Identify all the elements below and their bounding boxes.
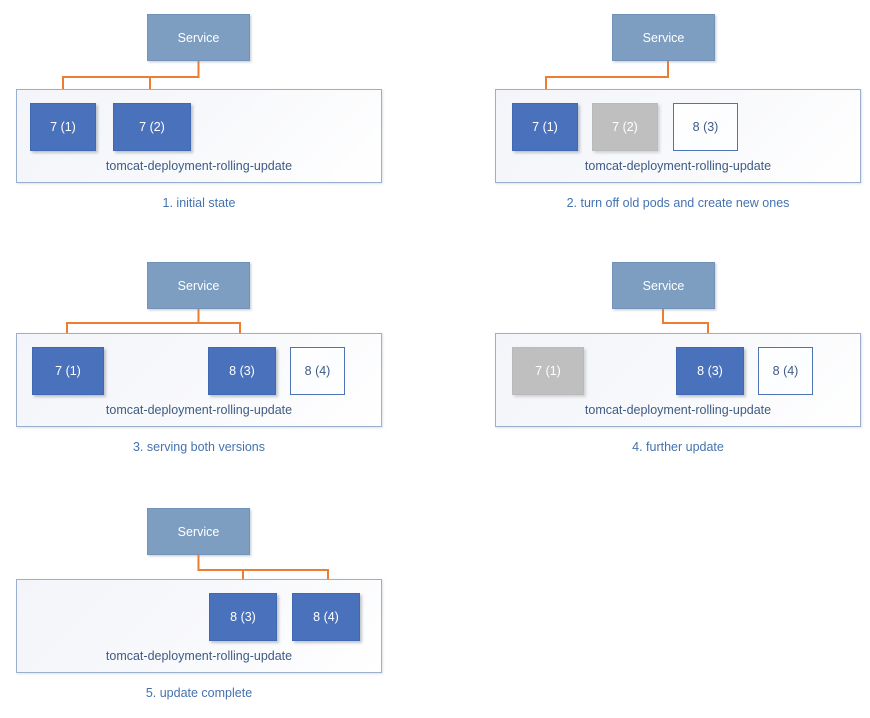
pod-label: 7 (2) — [612, 120, 638, 134]
deployment-label: tomcat-deployment-rolling-update — [105, 649, 293, 663]
pod-box: 8 (3) — [208, 347, 276, 395]
panel-caption: 4. further update — [632, 440, 724, 454]
pod-box: 7 (1) — [30, 103, 96, 151]
pod-box: 8 (3) — [209, 593, 277, 641]
pod-label: 8 (3) — [697, 364, 723, 378]
panel-caption: 1. initial state — [162, 196, 236, 210]
service-box: Service — [147, 14, 250, 61]
service-box: Service — [147, 508, 250, 555]
pod-label: 8 (4) — [772, 364, 799, 378]
pod-label: 7 (1) — [532, 120, 558, 134]
pod-label: 7 (1) — [55, 364, 81, 378]
service-box: Service — [612, 14, 715, 61]
panel-caption: 3. serving both versions — [132, 440, 265, 454]
pod-box: 7 (2) — [592, 103, 658, 151]
pod-label: 7 (1) — [535, 364, 561, 378]
pod-box: 7 (1) — [512, 347, 584, 395]
panel-caption: 2. turn off old pods and create new ones — [566, 196, 790, 210]
panel-caption: 5. update complete — [145, 686, 253, 700]
pod-label: 8 (4) — [304, 364, 331, 378]
pod-box: 8 (4) — [758, 347, 813, 395]
pod-label: 8 (3) — [229, 364, 255, 378]
service-label: Service — [177, 30, 220, 45]
pod-label: 7 (2) — [139, 120, 165, 134]
pod-box: 8 (3) — [676, 347, 744, 395]
pod-box: 8 (4) — [290, 347, 345, 395]
deployment-label: tomcat-deployment-rolling-update — [105, 403, 293, 417]
service-label: Service — [642, 30, 685, 45]
pod-label: 8 (3) — [230, 610, 256, 624]
service-box: Service — [612, 262, 715, 309]
deployment-label: tomcat-deployment-rolling-update — [584, 403, 772, 417]
pod-box: 8 (4) — [292, 593, 360, 641]
pod-box: 7 (2) — [113, 103, 191, 151]
pod-label: 8 (3) — [692, 120, 719, 134]
service-label: Service — [642, 278, 685, 293]
service-label: Service — [177, 278, 220, 293]
pod-box: 8 (3) — [673, 103, 738, 151]
pod-box: 7 (1) — [32, 347, 104, 395]
service-label: Service — [177, 524, 220, 539]
service-box: Service — [147, 262, 250, 309]
pod-label: 8 (4) — [313, 610, 339, 624]
pod-label: 7 (1) — [50, 120, 76, 134]
deployment-label: tomcat-deployment-rolling-update — [584, 159, 772, 173]
pod-box: 7 (1) — [512, 103, 578, 151]
deployment-label: tomcat-deployment-rolling-update — [105, 159, 293, 173]
